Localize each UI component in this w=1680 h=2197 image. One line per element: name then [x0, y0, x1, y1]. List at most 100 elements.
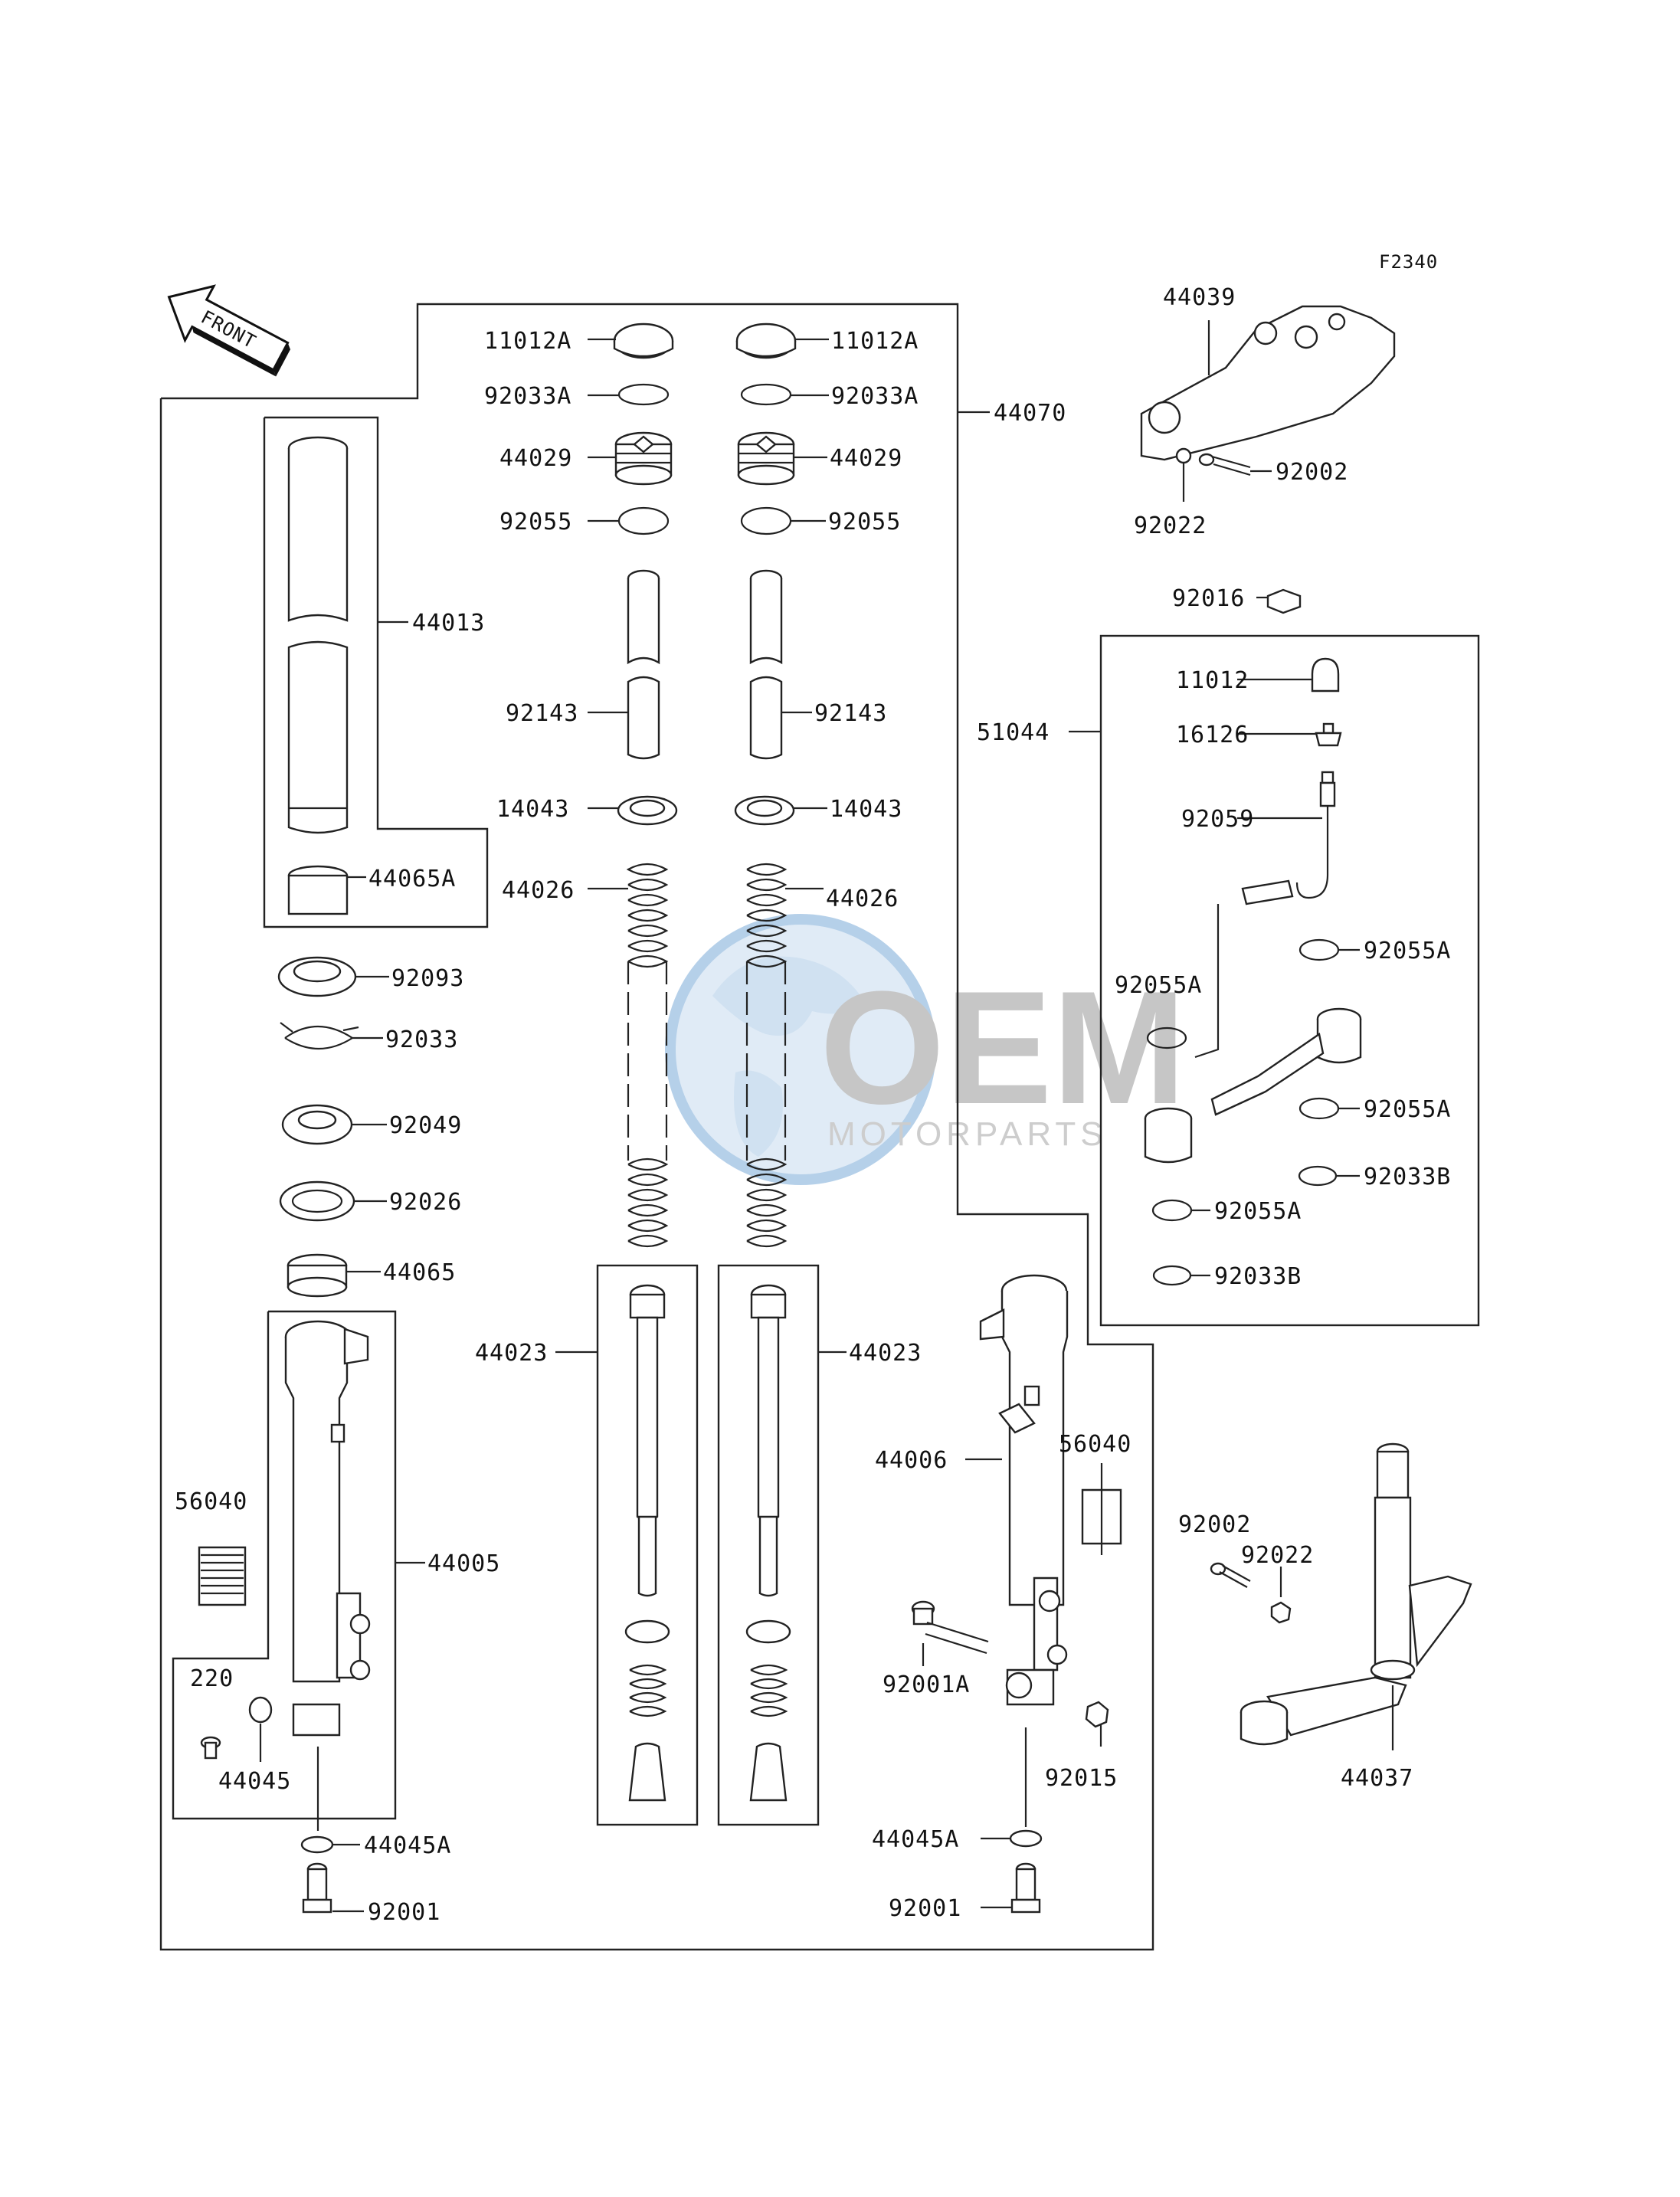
- bolt-92002-top: [1198, 453, 1251, 476]
- label-92055A-1: 92055A: [1364, 938, 1451, 964]
- label-44065: 44065: [383, 1259, 456, 1286]
- label-11012A-left: 11012A: [484, 328, 571, 355]
- label-16126: 16126: [1176, 722, 1249, 748]
- fork-spring-left: [626, 863, 669, 1248]
- label-92033B-1: 92033B: [1364, 1164, 1451, 1190]
- spacer-right: [749, 569, 783, 760]
- bleed-screw-220: [200, 1736, 221, 1760]
- o-ring-92055A-b: [1146, 1026, 1187, 1049]
- label-92001A: 92001A: [883, 1671, 970, 1698]
- label-44065A: 44065A: [368, 866, 456, 892]
- valve-16126: [1315, 722, 1342, 747]
- steering-stem: [1240, 1442, 1472, 1746]
- nut-92022-bottom: [1270, 1601, 1292, 1624]
- label-92015: 92015: [1045, 1765, 1118, 1792]
- o-ring-92055A-a: [1298, 938, 1340, 961]
- label-14043-right: 14043: [830, 796, 902, 823]
- label-11012A-right: 11012A: [831, 328, 919, 355]
- label-11012: 11012: [1176, 667, 1249, 694]
- label-14043-left: 14043: [496, 796, 569, 823]
- diagram-code: F2340: [1379, 251, 1438, 273]
- damper-box-left: [596, 1264, 699, 1826]
- washer-92022-top: [1175, 447, 1192, 464]
- part-labels: 11012A 11012A 92033A 92033A 44070 44029 …: [175, 284, 1451, 1926]
- label-56040-right: 56040: [1059, 1431, 1131, 1458]
- label-92033: 92033: [385, 1026, 458, 1053]
- label-44013: 44013: [412, 610, 485, 637]
- fork-bolt-left: [614, 431, 673, 486]
- label-44029-left: 44029: [499, 445, 572, 472]
- top-cap-left: [613, 323, 674, 359]
- spring-seat-right: [734, 795, 795, 826]
- fork-spring-right: [745, 863, 788, 1248]
- washer-92026: [279, 1180, 355, 1222]
- label-92093: 92093: [391, 965, 464, 992]
- leader-lines: [259, 320, 1394, 1913]
- label-44026-left: 44026: [502, 877, 575, 904]
- watermark: OEM MOTORPARTS: [665, 914, 1186, 1185]
- damper-box-right: [717, 1264, 820, 1826]
- circlip-92033B-b: [1152, 1265, 1192, 1286]
- guide-bushing-44065: [287, 1253, 348, 1298]
- clip-92033: [280, 1022, 359, 1050]
- nut-92016: [1266, 588, 1302, 614]
- label-92022-top: 92022: [1134, 512, 1207, 539]
- label-92033A-left: 92033A: [484, 383, 571, 410]
- label-44037: 44037: [1341, 1765, 1413, 1792]
- label-92033A-right: 92033A: [831, 383, 919, 410]
- allen-bolt-92001-right: [1010, 1862, 1041, 1914]
- label-92001-left: 92001: [368, 1899, 440, 1926]
- circlip-92033B-a: [1298, 1165, 1338, 1187]
- o-ring-right: [740, 506, 792, 535]
- fork-bolt-right: [737, 431, 795, 486]
- upper-bracket: [1140, 305, 1396, 461]
- allen-bolt-92001-left: [302, 1862, 332, 1914]
- damper-rod-right: [745, 1284, 791, 1802]
- o-ring-left: [617, 506, 670, 535]
- adjuster-pipe: [1144, 1007, 1362, 1164]
- label-92055A-4: 92055A: [1214, 1198, 1302, 1225]
- label-44029-right: 44029: [830, 445, 902, 472]
- outer-tube-right: [979, 1274, 1069, 1706]
- label-92055-right: 92055: [828, 509, 901, 535]
- label-92059: 92059: [1181, 806, 1254, 833]
- label-220: 220: [190, 1665, 234, 1692]
- main-fork-outline: [159, 303, 1154, 1951]
- watermark-sub: MOTORPARTS: [827, 1115, 1108, 1153]
- adjuster-box: [1099, 634, 1480, 1327]
- cap-11012: [1311, 657, 1340, 692]
- label-92033B-2: 92033B: [1214, 1263, 1302, 1290]
- label-92143-right: 92143: [814, 700, 887, 727]
- label-44045A-left: 44045A: [364, 1832, 451, 1859]
- label-92055-left: 92055: [499, 509, 572, 535]
- washer-44045A-left: [300, 1835, 334, 1854]
- damper-rod-left: [624, 1284, 670, 1802]
- oil-seal-92049: [281, 1104, 353, 1145]
- label-92022-bottom: 92022: [1241, 1542, 1314, 1569]
- outer-tube-left: [284, 1320, 371, 1737]
- label-92002-top: 92002: [1276, 459, 1348, 486]
- circlip-left: [617, 383, 670, 406]
- inner-tube-box: [263, 416, 489, 928]
- label-44023-left: 44023: [475, 1340, 548, 1367]
- bolt-92002-bottom: [1210, 1562, 1251, 1588]
- label-51044: 51044: [977, 719, 1050, 746]
- spacer-left: [627, 569, 660, 760]
- label-56040-left: 56040: [175, 1488, 247, 1515]
- label-92016: 92016: [1172, 585, 1245, 612]
- label-44006: 44006: [875, 1447, 948, 1474]
- label-44045A-right: 44045A: [872, 1826, 959, 1853]
- hose-92059: [1194, 771, 1336, 1059]
- front-arrow-icon: FRONT: [167, 284, 290, 377]
- nut-92015: [1085, 1701, 1109, 1728]
- label-44005: 44005: [427, 1550, 500, 1577]
- o-ring-92055A-d: [1151, 1199, 1193, 1222]
- label-44045: 44045: [218, 1768, 291, 1795]
- label-92002-bottom: 92002: [1178, 1511, 1251, 1538]
- label-92055A-3: 92055A: [1364, 1096, 1451, 1123]
- label-44070: 44070: [994, 400, 1066, 427]
- inner-tube: [287, 436, 349, 915]
- label-44026-right: 44026: [826, 886, 899, 912]
- circlip-right: [740, 383, 792, 406]
- top-cap-right: [735, 323, 797, 359]
